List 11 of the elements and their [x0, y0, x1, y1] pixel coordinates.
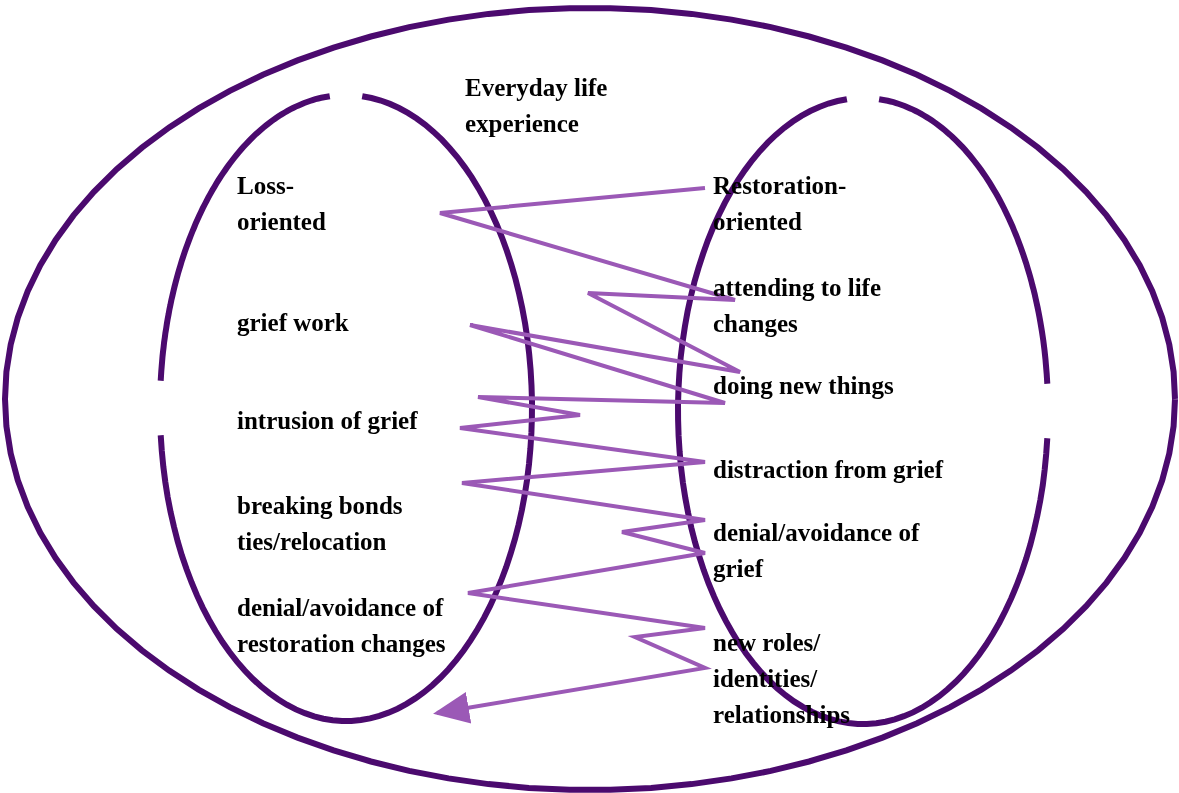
text-label: denial/avoidance of restoration changes: [237, 593, 447, 659]
text-label: attending to life changes: [713, 273, 883, 339]
text-label: distraction from grief: [713, 455, 945, 485]
text-label: breaking bonds ties/relocation: [237, 491, 404, 557]
text-label: denial/avoidance of grief: [713, 518, 921, 584]
oscillation-arrow: [433, 186, 742, 724]
heading: Everyday life experience: [465, 73, 609, 139]
text-label: doing new things: [713, 371, 895, 401]
text-label: grief work: [237, 308, 350, 338]
text-label: intrusion of grief: [237, 406, 419, 436]
heading: Loss-oriented: [237, 171, 327, 237]
